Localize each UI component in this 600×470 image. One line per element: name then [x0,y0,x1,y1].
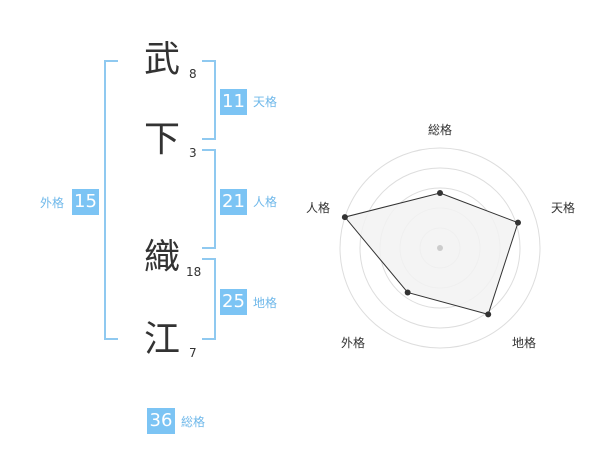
radar-label-gaikaku: 外格 [341,335,365,350]
name-char-4: 江 [143,319,180,360]
stroke-count-1: 8 [189,67,197,81]
soukaku-label: 総格 [181,415,206,429]
radar-label-tenkaku: 天格 [551,200,575,215]
tenkaku-value: 11 [220,89,247,115]
radar-points [341,190,521,318]
stroke-count-4: 7 [189,346,197,360]
chikaku-label: 地格 [253,296,278,310]
radar-point-2 [485,311,492,318]
name-char-1: 武 [143,39,180,80]
radar-label-jinkaku: 人格 [306,200,330,215]
radar-point-4 [341,214,348,221]
jinkaku-bracket [202,149,216,249]
chikaku-value: 25 [220,289,247,315]
soukaku-value: 36 [147,408,175,434]
name-char-3: 織 [143,237,180,278]
chikaku-bracket [202,258,216,340]
radar-point-1 [514,219,521,226]
jinkaku-label: 人格 [253,195,278,209]
tenkaku-label: 天格 [253,95,278,109]
gaikaku-bracket [104,60,118,340]
radar-shape [344,192,519,315]
radar-point-0 [437,190,443,196]
radar-label-soukaku: 総格 [428,122,452,137]
gaikaku-label: 外格 [40,196,65,210]
radar-ring [359,167,521,329]
jinkaku-value: 21 [220,189,247,215]
radar-point-3 [404,289,411,296]
tenkaku-bracket [202,60,216,140]
radar-label-chikaku: 地格 [512,335,536,350]
name-char-2: 下 [143,119,180,160]
radar-center-dot [437,245,443,251]
stroke-count-3: 18 [186,265,202,279]
stroke-count-2: 3 [189,146,197,160]
gaikaku-value: 15 [72,189,99,215]
